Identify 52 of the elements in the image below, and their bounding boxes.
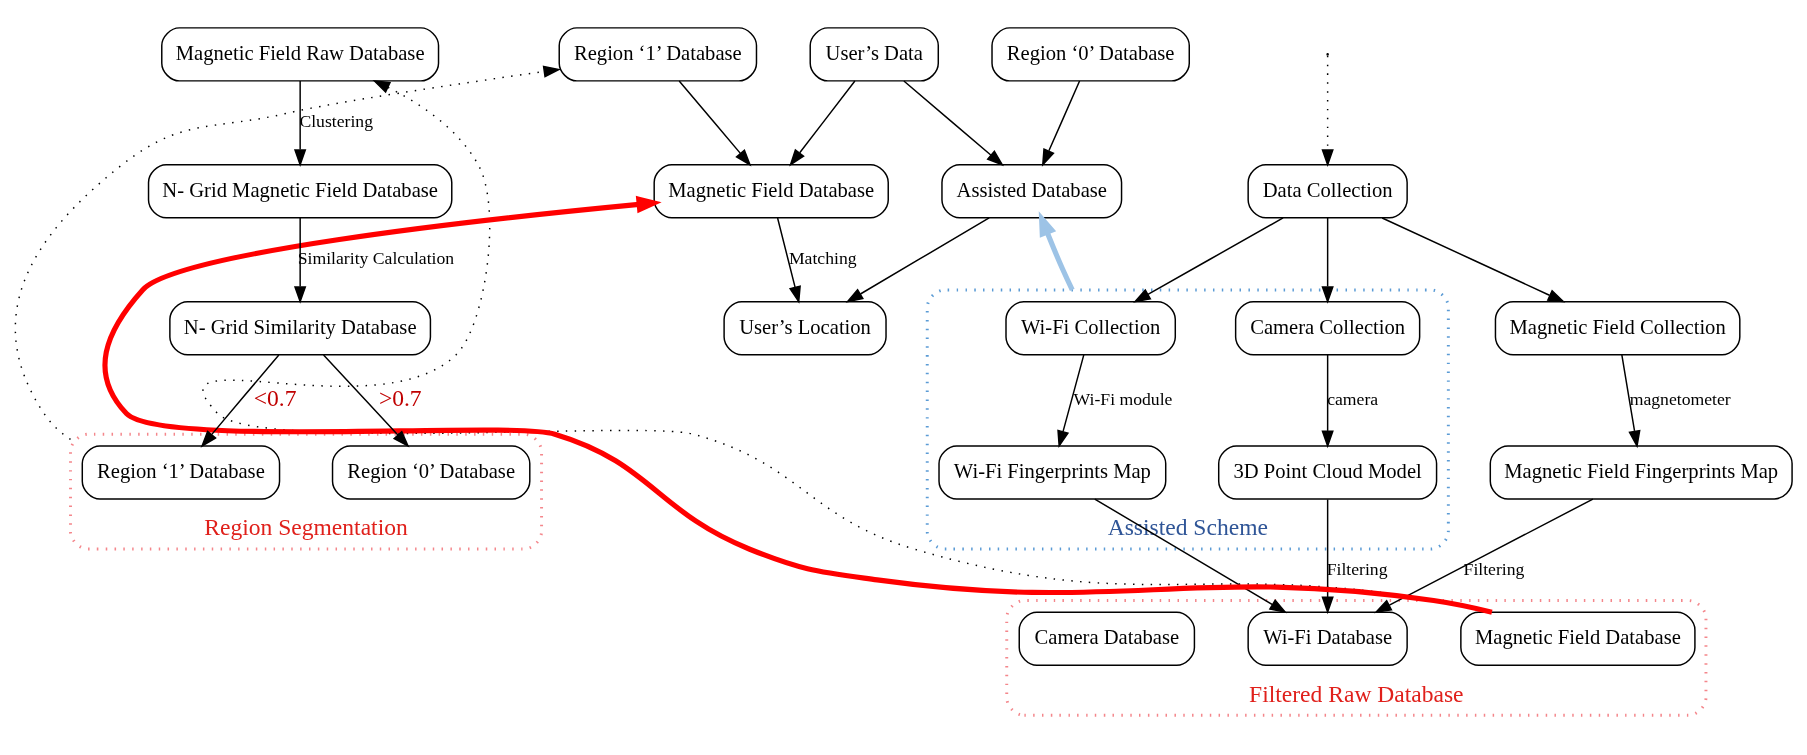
node-box: Region ‘0’ Database [991, 27, 1190, 82]
node-box: Camera Database [1018, 611, 1196, 667]
node-box: Wi-Fi Database [1247, 611, 1408, 667]
edge-label: camera [1327, 388, 1379, 409]
arrow [1094, 498, 1288, 614]
node-box: User’s Data [809, 27, 939, 82]
arrow [1057, 354, 1085, 449]
node-box: Magnetic Field Database [653, 164, 889, 219]
node-box: User’s Location [723, 300, 887, 356]
arrow [678, 80, 752, 167]
arrow [1374, 498, 1594, 614]
arrow [776, 217, 801, 304]
arrow [903, 80, 1004, 167]
arrow [1321, 498, 1334, 615]
edge-label: >0.7 [378, 384, 422, 411]
arrow [322, 354, 410, 448]
arrow [103, 195, 1493, 615]
edge-label: Filtering [1463, 558, 1525, 579]
node-box: Magnetic Field Database [1460, 611, 1696, 667]
node-box: Data Collection [1247, 164, 1408, 219]
node-box: Magnetic Field Fingerprints Map [1489, 445, 1793, 500]
node-box: Region ‘0’ Database [331, 445, 531, 500]
arrow [1038, 211, 1075, 292]
node-box: N- Grid Magnetic Field Database [147, 164, 453, 219]
edge-label: Filtering [1326, 558, 1388, 579]
arrow [14, 65, 562, 441]
arrow [1321, 55, 1334, 167]
node-box: N- Grid Similarity Database [169, 300, 432, 356]
arrow [293, 217, 307, 304]
edge-label: Matching [788, 248, 857, 269]
node-box: Assisted Database [941, 164, 1123, 219]
arrow [200, 354, 280, 448]
edge-label: <0.7 [253, 384, 297, 411]
arrow [789, 80, 856, 167]
arrow [1321, 354, 1334, 449]
arrow [1381, 217, 1566, 303]
arrow [1133, 217, 1284, 303]
arrow [845, 217, 990, 303]
node-box: Region ‘1’ Database [558, 27, 758, 82]
edge-label: Wi-Fi module [1073, 388, 1173, 409]
arrow [293, 80, 307, 167]
node-box: Wi-Fi Collection [1005, 300, 1176, 356]
node-box: Wi-Fi Fingerprints Map [938, 445, 1167, 500]
node-box: Magnetic Field Collection [1494, 300, 1741, 356]
node-box: 3D Point Cloud Model [1217, 445, 1438, 500]
arrow [1041, 80, 1081, 167]
node-box: Camera Collection [1234, 300, 1421, 356]
node-box: Region ‘1’ Database [81, 445, 281, 500]
edge-label: magnetometer [1629, 388, 1731, 409]
node-box: Magnetic Field Raw Database [161, 27, 440, 82]
arrow [1621, 354, 1641, 449]
arrow [1321, 217, 1334, 304]
